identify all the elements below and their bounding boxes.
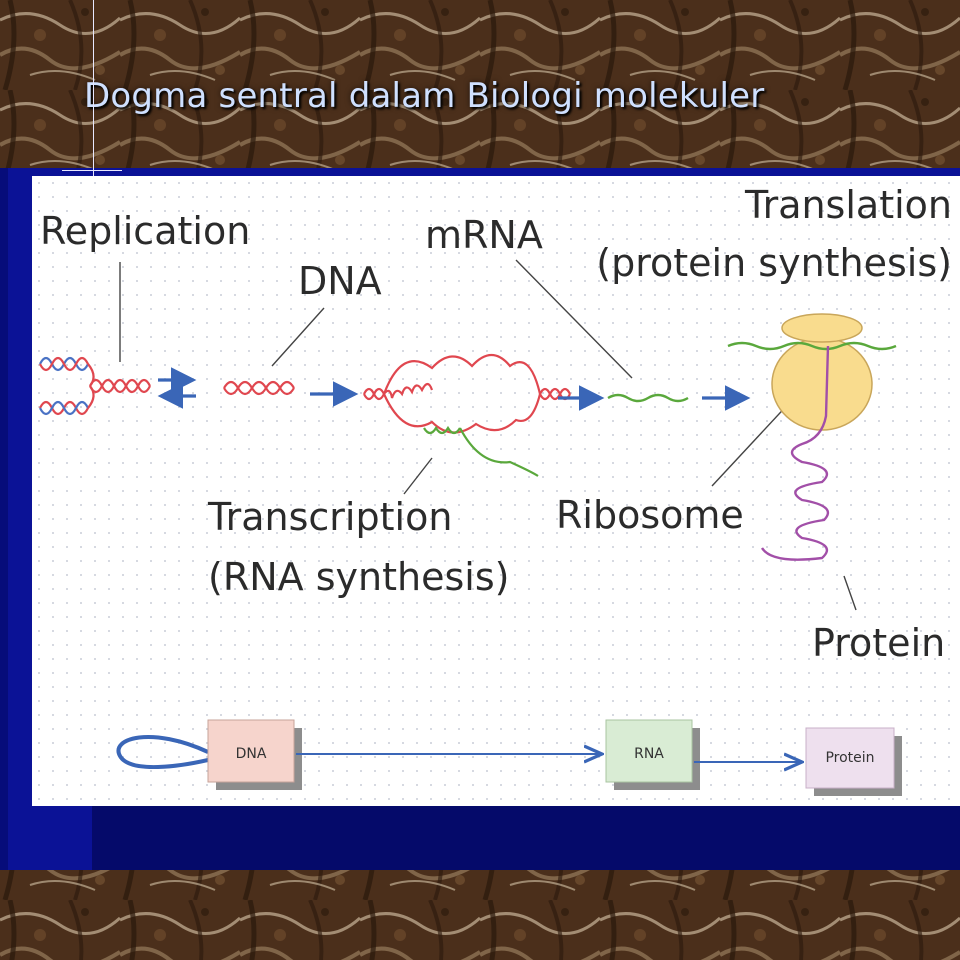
rna-box-label: RNA — [634, 746, 664, 762]
replication-label: Replication — [40, 209, 250, 253]
transcription-label: Transcription — [207, 495, 452, 539]
guide-line-horizontal — [62, 170, 122, 171]
transcription-leader — [403, 457, 433, 495]
dna-box-label: DNA — [236, 746, 267, 762]
mrna-on-ribosome — [727, 341, 897, 351]
ribosome-leader — [711, 399, 793, 487]
dna-box — [207, 719, 295, 783]
dna-self-loop-arrow — [116, 734, 209, 769]
replication-arrows — [157, 367, 197, 409]
replicating-dna-helix — [39, 356, 151, 416]
mrna-label: mRNA — [425, 213, 543, 257]
ribosome-label: Ribosome — [556, 493, 744, 537]
ribosome — [727, 313, 897, 431]
translation-label: Translation — [744, 183, 952, 227]
central-dogma-flow: DNA RNA Protein — [116, 719, 902, 796]
protein-box — [805, 727, 895, 789]
mrna-leader — [515, 259, 633, 379]
protein-leader — [843, 575, 857, 611]
band-shadow — [92, 806, 960, 870]
rna-synthesis-label: (RNA synthesis) — [208, 555, 509, 599]
central-dogma-diagram: Replication DNA mRNA Translation (protei… — [32, 176, 960, 806]
band-left-shade — [0, 168, 8, 870]
protein-box-label: Protein — [825, 750, 874, 766]
mrna-strand — [607, 393, 689, 403]
protein-chain — [760, 345, 830, 561]
rna-box — [605, 719, 693, 783]
slide-title: Dogma sentral dalam Biologi molekuler — [84, 76, 765, 116]
dna-label: DNA — [298, 259, 382, 303]
transcription-bubble — [363, 353, 571, 477]
guide-line-vertical — [93, 0, 94, 180]
protein-synthesis-label: (protein synthesis) — [596, 241, 952, 285]
dna-leader — [271, 307, 325, 367]
leader-lines — [119, 259, 857, 611]
protein-label: Protein — [812, 621, 945, 665]
dna-helix — [223, 380, 295, 396]
